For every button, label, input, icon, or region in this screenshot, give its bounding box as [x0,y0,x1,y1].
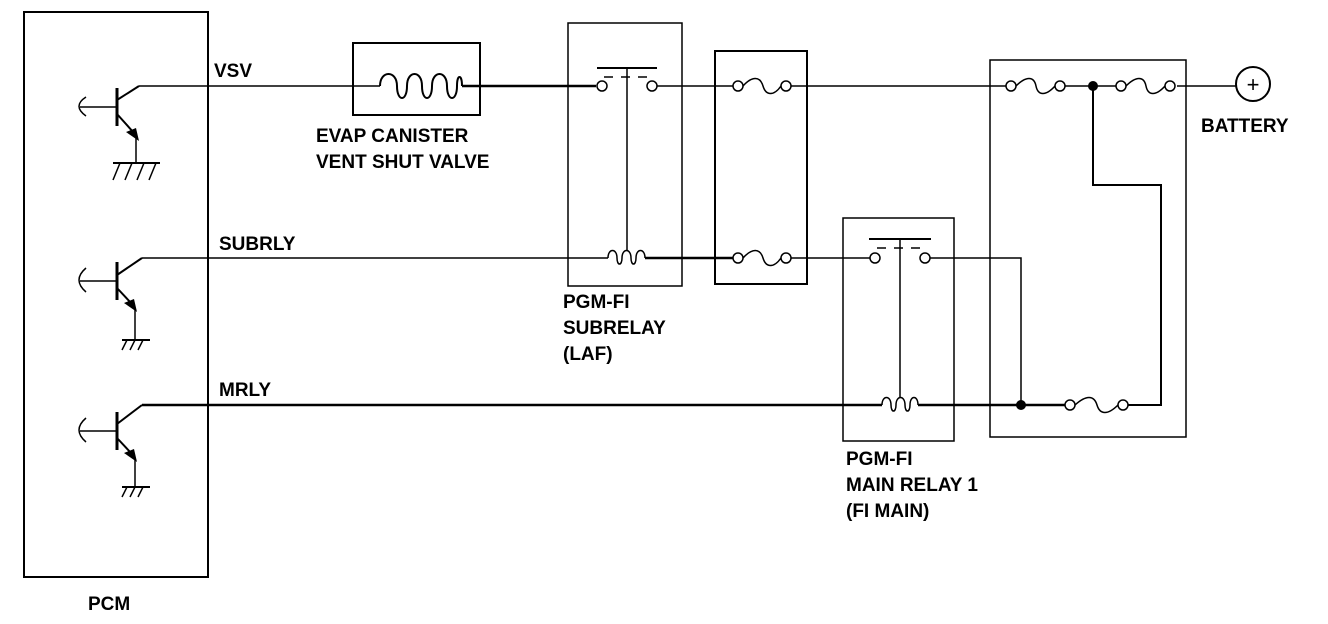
battery-terminal: + [1235,66,1271,102]
fuse-box-right [989,59,1187,438]
evap-canister-vent-shut-valve [352,42,481,116]
pcm-label: PCM [88,594,130,615]
mainrelay-label-line3: (FI MAIN) [846,501,929,522]
transistor-vsv [78,85,160,181]
subrly-label: SUBRLY [219,234,296,255]
pcm-module [23,11,209,578]
pgm-fi-subrelay [567,22,683,287]
pgm-fi-main-relay-1 [842,217,955,442]
evap-label-line1: EVAP CANISTER [316,126,469,147]
mainrelay-label-line1: PGM-FI [846,449,913,470]
vsv-label: VSV [214,61,252,82]
junction-dot-bottom [1016,400,1026,410]
battery-label: BATTERY [1201,116,1289,137]
subrly-wire [142,256,1022,405]
subrelay-label-line2: SUBRELAY [563,318,666,339]
battery-plus-symbol: + [1247,72,1260,97]
transistor-mrly [78,404,150,498]
evap-label-line2: VENT SHUT VALVE [316,152,489,173]
subrelay-label-line3: (LAF) [563,344,613,365]
junction-dot-top [1088,81,1098,91]
transistor-subrly [78,257,150,351]
mrly-label: MRLY [219,380,271,401]
subrelay-label-line1: PGM-FI [563,292,630,313]
fuse-box-middle [714,50,808,285]
mainrelay-label-line2: MAIN RELAY 1 [846,475,978,496]
